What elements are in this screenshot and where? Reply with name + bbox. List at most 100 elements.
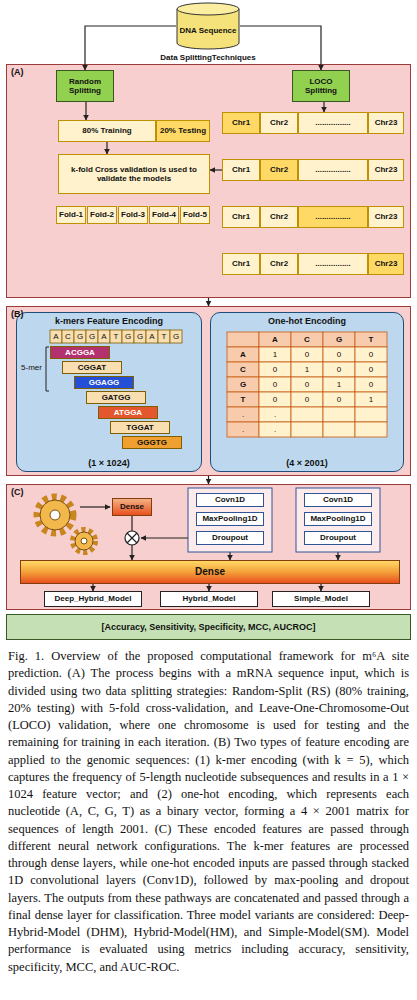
sequence-letter: A <box>98 330 110 343</box>
box-text: Covn1D <box>215 495 245 504</box>
table-cell: 0 <box>355 347 387 362</box>
table-cell: G <box>227 377 259 392</box>
flow-arrow <box>106 142 107 154</box>
table-cell-box <box>227 347 259 362</box>
flow-arrow <box>85 102 86 120</box>
table-cell-box <box>355 347 387 362</box>
layer-box: Covn1D <box>196 493 264 507</box>
box-text: Fold-3 <box>121 210 145 219</box>
table-cell-box <box>323 347 355 362</box>
layer-box: MaxPooling1D <box>304 512 372 526</box>
sequence-letter: T <box>110 330 122 343</box>
cylinder-outline <box>176 2 240 50</box>
box-text: LOCO Splitting <box>295 77 347 95</box>
flow-line <box>141 537 188 538</box>
flow-arrow <box>208 584 209 591</box>
conv-stack-outline <box>296 488 380 552</box>
flow-arrow <box>323 102 324 112</box>
box-text: Fold-1 <box>59 210 83 219</box>
kmer-box: ACGGA <box>50 346 110 359</box>
table-cell-box <box>291 332 323 347</box>
flow-arrow <box>337 545 338 560</box>
table-cell: 1 <box>259 347 291 362</box>
model-box: Deep_Hybrid_Model <box>44 591 142 607</box>
chromosome-cell: Chr23 <box>368 112 404 134</box>
table-cell: A <box>259 332 291 347</box>
box-text: k-fold Cross validation is used to valid… <box>61 165 207 183</box>
box-text: Chr2 <box>270 212 288 221</box>
table-cell-box <box>291 407 323 422</box>
box-text: Droupout <box>320 533 356 542</box>
process-box: k-fold Cross validation is used to valid… <box>58 154 210 194</box>
box-text: MaxPooling1D <box>310 514 365 523</box>
sequence-cell <box>170 330 182 343</box>
table-cell: 1 <box>291 362 323 377</box>
flow-line <box>80 506 110 507</box>
box-text: [Accuracy, Sensitivity, Specificity, MCC… <box>101 622 315 632</box>
kmer-label: 5-mer <box>19 361 44 373</box>
conv-stack-outline <box>188 488 272 552</box>
section-panel: (A)Random SplittingLOCO Splitting80% Tra… <box>6 64 411 298</box>
sequence-cell <box>74 330 86 343</box>
chromosome-cell: Chr1 <box>222 112 260 134</box>
kmer-box: TGGAT <box>110 421 170 434</box>
kmer-bracket <box>46 347 49 391</box>
chromosome-cell: ................ <box>298 206 368 228</box>
fold-box: Fold-4 <box>149 206 179 224</box>
box-text: Chr1 <box>232 165 250 174</box>
layer-box: Covn1D <box>304 493 372 507</box>
table-cell: 0 <box>291 347 323 362</box>
box-text: Chr2 <box>270 259 288 268</box>
process-box: Random Splitting <box>56 70 114 102</box>
sequence-letter: G <box>122 330 134 343</box>
table-cell: 0 <box>355 377 387 392</box>
box-text: TGGAT <box>126 423 153 432</box>
flow-arrow <box>92 584 93 591</box>
table-cell: . <box>227 407 259 422</box>
flow-arrow <box>320 584 321 591</box>
fold-box: Fold-1 <box>56 206 86 224</box>
kmer-box: GATGG <box>86 391 146 404</box>
table-cell: . <box>259 422 291 437</box>
table-cell-box <box>259 422 291 437</box>
sequence-letter: G <box>74 330 86 343</box>
layer-box: Droupout <box>304 531 372 545</box>
box-text: ATGGA <box>114 408 142 417</box>
table-cell-box <box>323 422 355 437</box>
table-cell-box <box>291 392 323 407</box>
sequence-letter: A <box>50 330 62 343</box>
flow-arrow <box>208 298 209 306</box>
table-cell: 0 <box>323 362 355 377</box>
box-text: Chr23 <box>375 259 398 268</box>
fold-box: Fold-3 <box>118 206 148 224</box>
box-text: Chr23 <box>375 165 398 174</box>
chromosome-cell: Chr2 <box>260 112 298 134</box>
chromosome-cell: Chr23 <box>368 206 404 228</box>
gear-body <box>40 500 70 530</box>
table-cell: . <box>259 407 291 422</box>
table-cell-box <box>323 362 355 377</box>
box-text: Random Splitting <box>59 77 111 95</box>
table-cell-box <box>355 377 387 392</box>
table-cell-box <box>227 332 259 347</box>
table-cell-box <box>323 407 355 422</box>
chromosome-cell: Chr1 <box>222 253 260 275</box>
box-text: Chr23 <box>375 212 398 221</box>
table-cell: . <box>227 422 259 437</box>
concat-symbol <box>125 531 139 545</box>
gears-icon <box>37 497 95 552</box>
table-cell: A <box>227 347 259 362</box>
table-cell: 0 <box>291 377 323 392</box>
section-panel: (B)k-mers Feature Encoding(1 × 1024)ACGG… <box>6 306 411 476</box>
chromosome-cell: Chr1 <box>222 159 260 181</box>
box-text: Chr1 <box>232 259 250 268</box>
chromosome-cell: Chr23 <box>368 253 404 275</box>
box-text: Chr2 <box>270 165 288 174</box>
table-cell-box <box>291 362 323 377</box>
chromosome-cell: Chr23 <box>368 159 404 181</box>
figure-caption: Fig. 1. Overview of the proposed computa… <box>8 648 409 976</box>
flow-arrow <box>131 516 132 560</box>
table-cell-box <box>227 362 259 377</box>
table-grid <box>50 330 387 437</box>
